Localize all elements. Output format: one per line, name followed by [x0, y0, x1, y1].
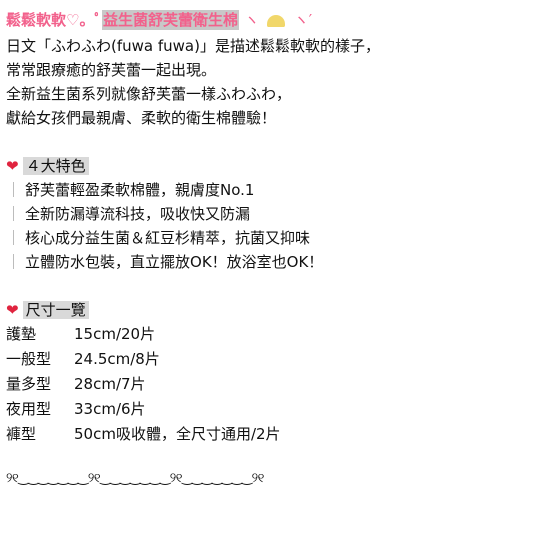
feature-text: 舒芙蕾輕盈柔軟棉體，親膚度No.1 — [25, 181, 255, 199]
intro-line: 全新益生菌系列就像舒芙蕾一樣ふわふわ， — [6, 85, 292, 103]
size-spec: 24.5cm/8片 — [74, 350, 160, 368]
features-heading: ❤４大特色 — [6, 154, 528, 178]
size-row: 夜用型 33cm/6片 — [6, 397, 528, 422]
size-spec: 15cm/20片 — [74, 325, 156, 343]
feature-item: ｜全新防漏導流科技，吸收快又防漏 — [6, 202, 528, 226]
feature-text: 立體防水包裝，直立擺放OK！放浴室也OK！ — [25, 253, 324, 271]
title-highlight: 益生菌舒芙蕾衛生棉 — [101, 10, 239, 30]
post-title: 鬆鬆軟軟♡。ﾟ益生菌舒芙蕾衛生棉 ヽ ヽ′ — [6, 6, 528, 34]
size-spec: 50cm吸收體，全尺寸通用/2片 — [74, 425, 281, 443]
feature-text: 核心成分益生菌＆紅豆杉精萃，抗菌又抑味 — [25, 229, 311, 247]
intro-line: 常常跟療癒的舒芙蕾一起出現。 — [6, 61, 217, 79]
heart-icon: ❤ — [6, 301, 19, 319]
intro-line: 日文「ふわふわ(fuwa fuwa)」是描述鬆鬆軟軟的樣子， — [6, 37, 380, 55]
feature-item: ｜立體防水包裝，直立擺放OK！放浴室也OK！ — [6, 250, 528, 274]
intro-line: 獻給女孩們最親膚、柔軟的衛生棉體驗！ — [6, 109, 277, 127]
bar-icon: ｜ — [6, 253, 22, 271]
size-row: 一般型 24.5cm/8片 — [6, 347, 528, 372]
size-name: 護墊 — [6, 325, 37, 343]
feature-item: ｜核心成分益生菌＆紅豆杉精萃，抗菌又抑味 — [6, 226, 528, 250]
cake-icon — [267, 14, 286, 27]
size-row: 量多型 28cm/7片 — [6, 372, 528, 397]
feature-item: ｜舒芙蕾輕盈柔軟棉體，親膚度No.1 — [6, 178, 528, 202]
sparkle-right-icon: ヽ′ — [293, 11, 313, 29]
heart-icon: ❤ — [6, 157, 19, 175]
feature-text: 全新防漏導流科技，吸收快又防漏 — [25, 205, 251, 223]
decorative-divider: ୨୧‿‿‿‿‿‿‿୨୧‿‿‿‿‿‿‿୨୧‿‿‿‿‿‿‿୨୧ — [6, 471, 264, 486]
size-spec: 28cm/7片 — [74, 375, 146, 393]
sparkle-left-icon: ヽ — [244, 11, 260, 29]
size-name: 一般型 — [6, 350, 52, 368]
sizes-heading-label: 尺寸一覽 — [22, 301, 89, 319]
bar-icon: ｜ — [6, 229, 22, 247]
size-name: 夜用型 — [6, 400, 52, 418]
size-row: 護墊 15cm/20片 — [6, 322, 528, 347]
size-name: 量多型 — [6, 375, 52, 393]
size-spec: 33cm/6片 — [74, 400, 146, 418]
bar-icon: ｜ — [6, 181, 22, 199]
size-name: 褲型 — [6, 425, 37, 443]
title-prefix: 鬆鬆軟軟♡。ﾟ — [6, 11, 102, 29]
size-row: 褲型 50cm吸收體，全尺寸通用/2片 — [6, 422, 528, 447]
sizes-heading: ❤尺寸一覽 — [6, 298, 528, 322]
bar-icon: ｜ — [6, 205, 22, 223]
features-heading-label: ４大特色 — [22, 157, 89, 175]
